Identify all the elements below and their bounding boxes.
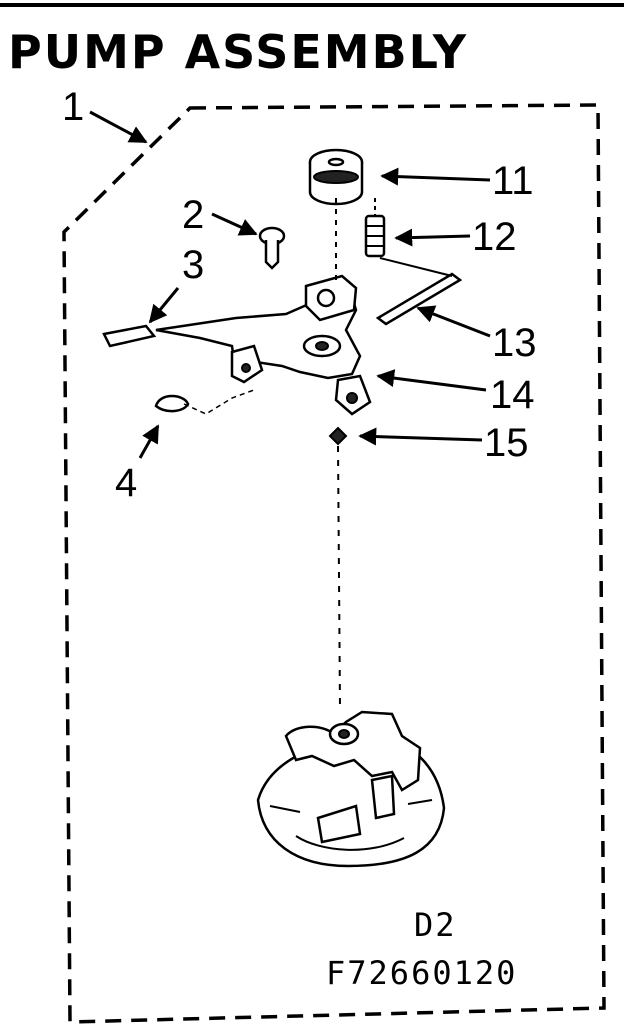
assembly-boundary: [62, 103, 606, 1024]
center-axis-line: [337, 445, 341, 709]
callout-14-arrow: [376, 369, 487, 392]
figure-id: D2: [414, 906, 457, 944]
diagram-title: PUMP ASSEMBLY: [8, 25, 468, 79]
washer-part: [328, 426, 348, 446]
screw-part: [258, 226, 286, 270]
callout-13-arrow: [416, 305, 491, 338]
callout-11-arrow: [380, 167, 491, 186]
callout-12: 12: [472, 215, 517, 259]
callout-2-arrow: [211, 212, 258, 236]
bracket-part: [155, 198, 372, 416]
callout-4-arrow: [138, 424, 160, 459]
callout-14: 14: [490, 373, 535, 417]
clip-part: [154, 389, 255, 415]
pulley-part: [308, 148, 364, 206]
callout-1-arrow: [89, 110, 148, 144]
callout-15: 15: [484, 421, 529, 465]
callout-3: 3: [182, 243, 204, 287]
callout-2: 2: [182, 193, 204, 237]
callout-1: 1: [62, 85, 84, 129]
pad-part: [102, 324, 157, 348]
part-code: F72660120: [326, 954, 517, 992]
callout-15-arrow: [358, 427, 483, 446]
callout-13: 13: [492, 321, 537, 365]
pump-body-part: [256, 710, 446, 868]
callout-4: 4: [115, 461, 137, 505]
callout-3-arrow: [148, 287, 180, 324]
callout-12-arrow: [394, 228, 471, 247]
spring-part: [364, 198, 386, 258]
lever-part: [375, 257, 463, 326]
callout-11: 11: [492, 159, 534, 203]
